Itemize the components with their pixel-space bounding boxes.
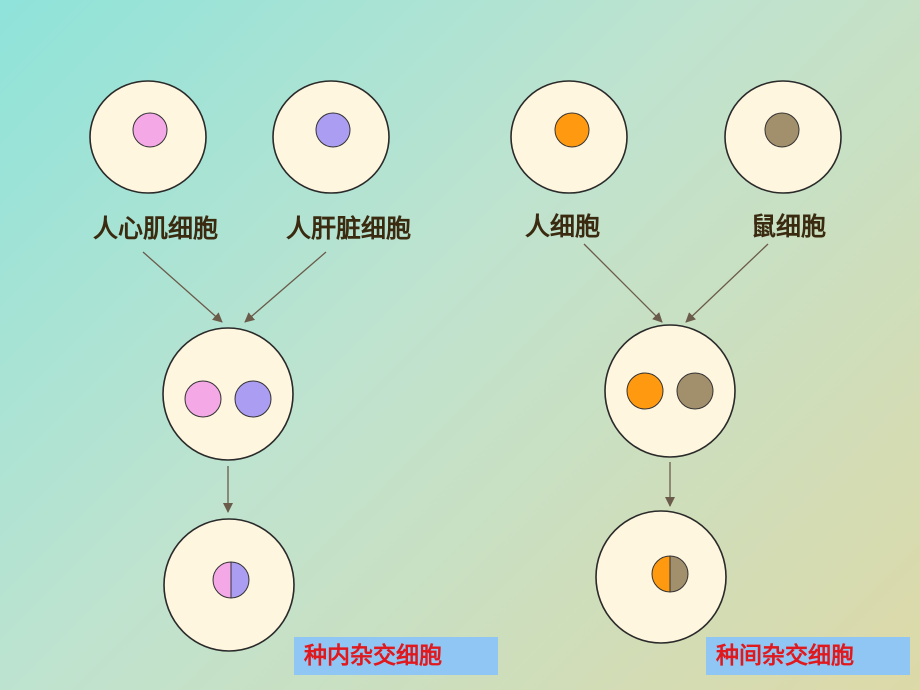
cardiac-nucleus	[184, 380, 222, 418]
human-nucleus	[626, 372, 664, 410]
arrow-mouse-to-fused	[685, 243, 769, 323]
label-human-cell: 人细胞	[525, 212, 601, 241]
tag-interspecific-hybrid: 种间杂交细胞	[706, 637, 910, 675]
human-nucleus	[554, 112, 590, 148]
mouse-nucleus	[764, 112, 800, 148]
mouse-cell	[724, 80, 842, 194]
intraspecific-hybrid-cell	[163, 518, 295, 652]
merged-nucleus	[212, 561, 250, 599]
arrow-human-to-fused	[583, 243, 663, 323]
interspecific-hybrid-cell	[595, 510, 727, 644]
liver-nucleus	[234, 380, 272, 418]
label-mouse-cell: 鼠细胞	[751, 212, 827, 241]
merged-nucleus	[651, 555, 689, 593]
human-cardiac-cell	[89, 80, 207, 194]
human-liver-cell	[272, 80, 390, 194]
mouse-nucleus	[676, 372, 714, 410]
arrow-liver-to-fused	[244, 251, 327, 323]
liver-nucleus	[315, 112, 351, 148]
left-fused-cell	[162, 327, 294, 461]
human-cell	[510, 80, 628, 194]
label-human-cardiac-cell: 人心肌细胞	[93, 214, 219, 243]
tag-intraspecific-hybrid: 种内杂交细胞	[294, 637, 498, 675]
label-human-liver-cell: 人肝脏细胞	[286, 214, 412, 243]
cardiac-nucleus	[132, 112, 168, 148]
arrow-cardiac-to-fused	[142, 251, 223, 323]
right-fused-cell	[604, 324, 736, 458]
